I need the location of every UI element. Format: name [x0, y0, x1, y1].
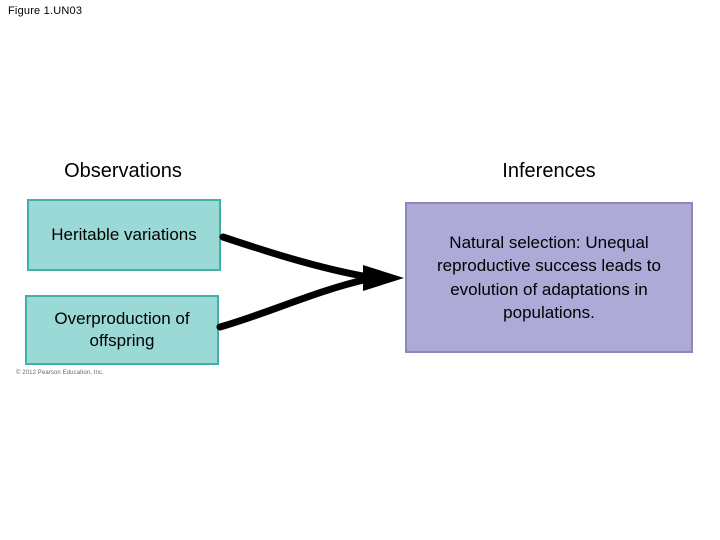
- observation-box-label: Overproduction of offspring: [54, 308, 190, 350]
- arrow-curve-from-overproduction: [216, 275, 372, 331]
- inference-box-natural-selection: Natural selection: Unequal reproductive …: [405, 202, 693, 353]
- copyright-notice: © 2012 Pearson Education, Inc.: [16, 370, 104, 376]
- column-header-observations: Observations: [64, 160, 182, 182]
- figure-label: Figure 1.UN03: [8, 5, 83, 17]
- inference-box-label: Natural selection: Unequal reproductive …: [437, 232, 661, 322]
- arrow-curve-from-heritable-variations: [219, 233, 372, 281]
- column-header-inferences: Inferences: [502, 160, 596, 182]
- arrowhead-icon: [363, 265, 404, 291]
- observation-box-label: Heritable variations: [51, 224, 197, 244]
- observation-box-heritable-variations: Heritable variations: [27, 199, 221, 271]
- observation-box-overproduction: Overproduction of offspring: [25, 295, 219, 365]
